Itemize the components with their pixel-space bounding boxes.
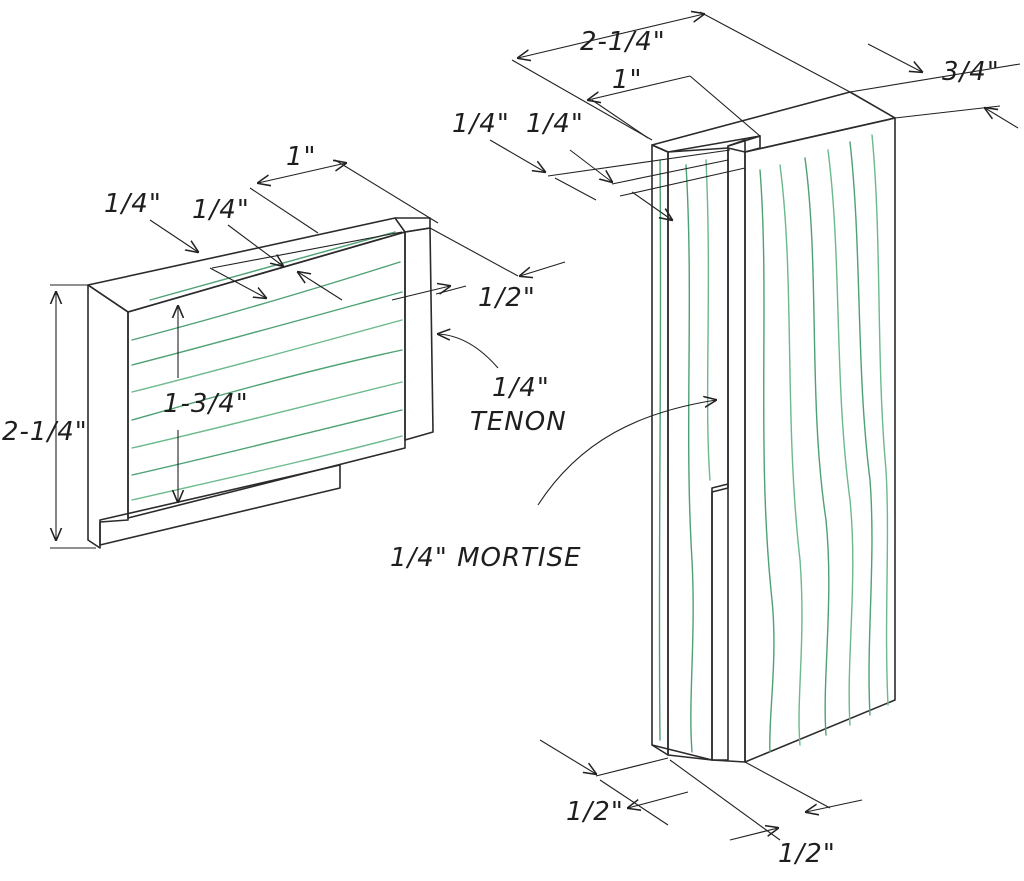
post-bottom-left-label: 1/2" [566, 797, 624, 827]
tenon-bottom-tongue [99, 464, 341, 546]
post-mortise-depth-label: 1" [612, 65, 643, 95]
post-mortise-bottom [711, 483, 729, 761]
post-bottom-right-label: 1/2" [778, 839, 836, 869]
post-mortise-caption: 1/4" MORTISE [390, 543, 582, 573]
post-dimensions [489, 12, 1021, 841]
post-mortise-wall [667, 147, 729, 761]
tenon-tongue [404, 227, 434, 441]
tenon-shoulder-height-label: 1-3/4" [163, 389, 249, 419]
post-top-face [651, 91, 896, 153]
tenon-caption: TENON [470, 407, 567, 437]
post-thickness-label: 3/4" [942, 57, 1000, 87]
tenon-length-label: 1" [286, 142, 317, 172]
tenon-piece: 2-1/4" 1-3/4" 1" 1/4" 1/4" 1/2" 1/4" TEN… [2, 142, 567, 549]
post-grain [658, 134, 889, 753]
mortise-post: 2-1/4" 3/4" 1" 1/4" 1/4" 1/4" MORTISE 1/… [390, 12, 1021, 869]
tenon-front-face [127, 231, 406, 519]
post-front-face [744, 117, 896, 763]
tenon-end-face [87, 284, 129, 549]
tenon-shoulder-offset-label: 1/2" [478, 283, 536, 313]
tenon-dimensions [50, 159, 566, 549]
tenon-thickness-label: 1/4" [492, 373, 550, 403]
post-wall-left-label: 1/4" [452, 109, 510, 139]
tenon-cheek-right-label: 1/4" [192, 195, 250, 225]
tenon-cheek-left-label: 1/4" [104, 189, 162, 219]
post-wall-right-label: 1/4" [526, 109, 584, 139]
post-width-label: 2-1/4" [580, 27, 666, 57]
tenon-width-label: 2-1/4" [2, 417, 88, 447]
